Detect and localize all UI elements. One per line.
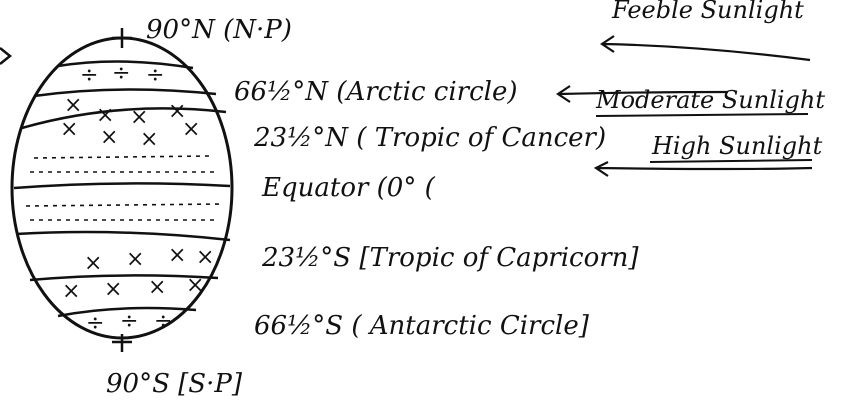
svg-text:×: ×	[64, 93, 82, 118]
svg-text:÷: ÷	[80, 63, 98, 88]
south-pole-label: 90°S [S·P]	[106, 369, 243, 399]
svg-text:÷: ÷	[154, 309, 172, 334]
feeble-sunlight-label: Feeble Sunlight	[611, 0, 804, 24]
svg-text:÷: ÷	[120, 309, 138, 334]
svg-text:×: ×	[168, 243, 186, 268]
svg-text:÷: ÷	[86, 311, 104, 336]
feeble-sunlight-arrow	[600, 35, 811, 62]
svg-text:×: ×	[148, 275, 166, 300]
svg-text:×: ×	[130, 105, 148, 130]
tropic-of-cancer-label: 23½°N ( Tropic of Cancer)	[253, 123, 606, 153]
svg-text:×: ×	[186, 273, 204, 298]
north-pole-tick	[112, 28, 132, 48]
svg-text:÷: ÷	[112, 61, 130, 86]
moderate-sunlight-arrow	[556, 85, 729, 103]
left-arrow-mark	[0, 47, 13, 65]
svg-text:×: ×	[126, 247, 144, 272]
equator-label: Equator (0° (	[261, 173, 436, 203]
svg-text:×: ×	[96, 103, 114, 128]
arctic-to-cancer-upper	[33, 88, 217, 98]
svg-text:×: ×	[100, 125, 118, 150]
svg-text:×: ×	[62, 279, 80, 304]
svg-text:×: ×	[140, 127, 158, 152]
svg-text:×: ×	[196, 245, 214, 270]
north-temperate-zone-marks: × × × × × × × ×	[60, 93, 200, 152]
moderate-sunlight-label: Moderate Sunlight	[595, 86, 825, 114]
high-sunlight-arrow	[593, 161, 813, 177]
antarctic-circle-line	[57, 306, 197, 318]
svg-text:÷: ÷	[146, 63, 164, 88]
high-sunlight-underline	[649, 159, 813, 163]
north-frigid-zone-marks: ÷ ÷ ÷	[80, 61, 164, 88]
tropic-of-cancer-line	[21, 107, 227, 130]
arctic-circle-line	[57, 60, 194, 70]
tropic-of-capricorn-line	[29, 274, 219, 282]
tropic-of-capricorn-label: 23½°S [Tropic of Capricorn]	[261, 243, 639, 273]
antarctic-circle-label: 66½°S ( Antarctic Circle]	[254, 311, 590, 341]
high-sunlight-label: High Sunlight	[651, 132, 823, 160]
arctic-circle-label: 66½°N (Arctic circle)	[234, 77, 518, 107]
svg-text:×: ×	[60, 117, 78, 142]
equator-line-upper	[13, 182, 231, 190]
svg-text:×: ×	[182, 117, 200, 142]
south-temperate-zone-marks: × × × × × × × ×	[62, 243, 214, 304]
svg-text:×: ×	[168, 99, 186, 124]
torrid-zone-marks	[25, 155, 223, 221]
north-pole-label: 90°N (N·P)	[146, 15, 292, 45]
equator-line-lower	[15, 230, 231, 242]
south-pole-tick	[112, 334, 132, 352]
moderate-sunlight-underline	[595, 113, 809, 117]
south-frigid-zone-marks: ÷ ÷ ÷	[86, 309, 172, 336]
svg-text:×: ×	[104, 277, 122, 302]
svg-text:×: ×	[84, 251, 102, 276]
